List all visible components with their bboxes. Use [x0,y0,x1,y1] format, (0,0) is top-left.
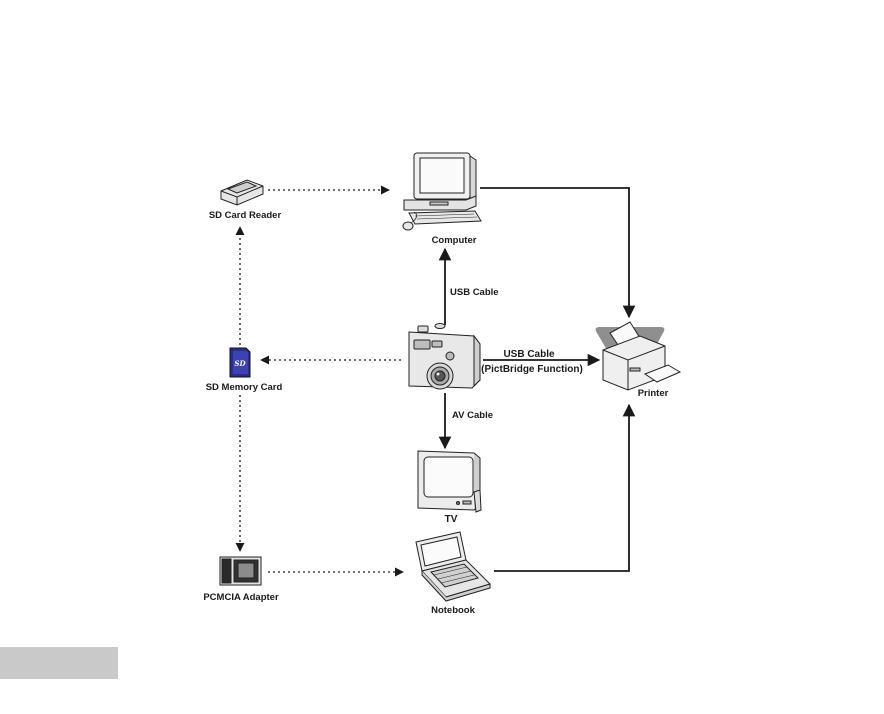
av-cable-label: AV Cable [452,410,493,421]
computer-icon [403,153,481,230]
digital-camera-icon [409,324,480,390]
pictbridge-label: (PictBridge Function) [481,364,583,375]
printer-label: Printer [638,388,669,399]
notebook-icon [416,532,490,601]
usb-cable-label: USB Cable [450,287,499,298]
sd-card-reader-icon [221,180,263,205]
usb-cable-printer-label: USB Cable [503,349,555,360]
sd-card-reader-label: SD Card Reader [209,210,282,221]
page-footer-bar [0,647,118,679]
computer-to-printer-line [480,188,629,317]
notebook-label: Notebook [431,605,476,616]
sd-memory-card-label: SD Memory Card [206,382,283,393]
sd-logo-text: SD [234,359,246,368]
tv-label: TV [445,514,458,525]
pcmcia-adapter-icon [220,557,261,585]
sd-memory-card-icon: SD [230,348,250,377]
tv-icon [418,451,481,512]
notebook-to-printer-line [494,405,629,571]
printer-icon [596,322,680,390]
computer-label: Computer [432,235,477,246]
pcmcia-adapter-label: PCMCIA Adapter [203,592,279,603]
